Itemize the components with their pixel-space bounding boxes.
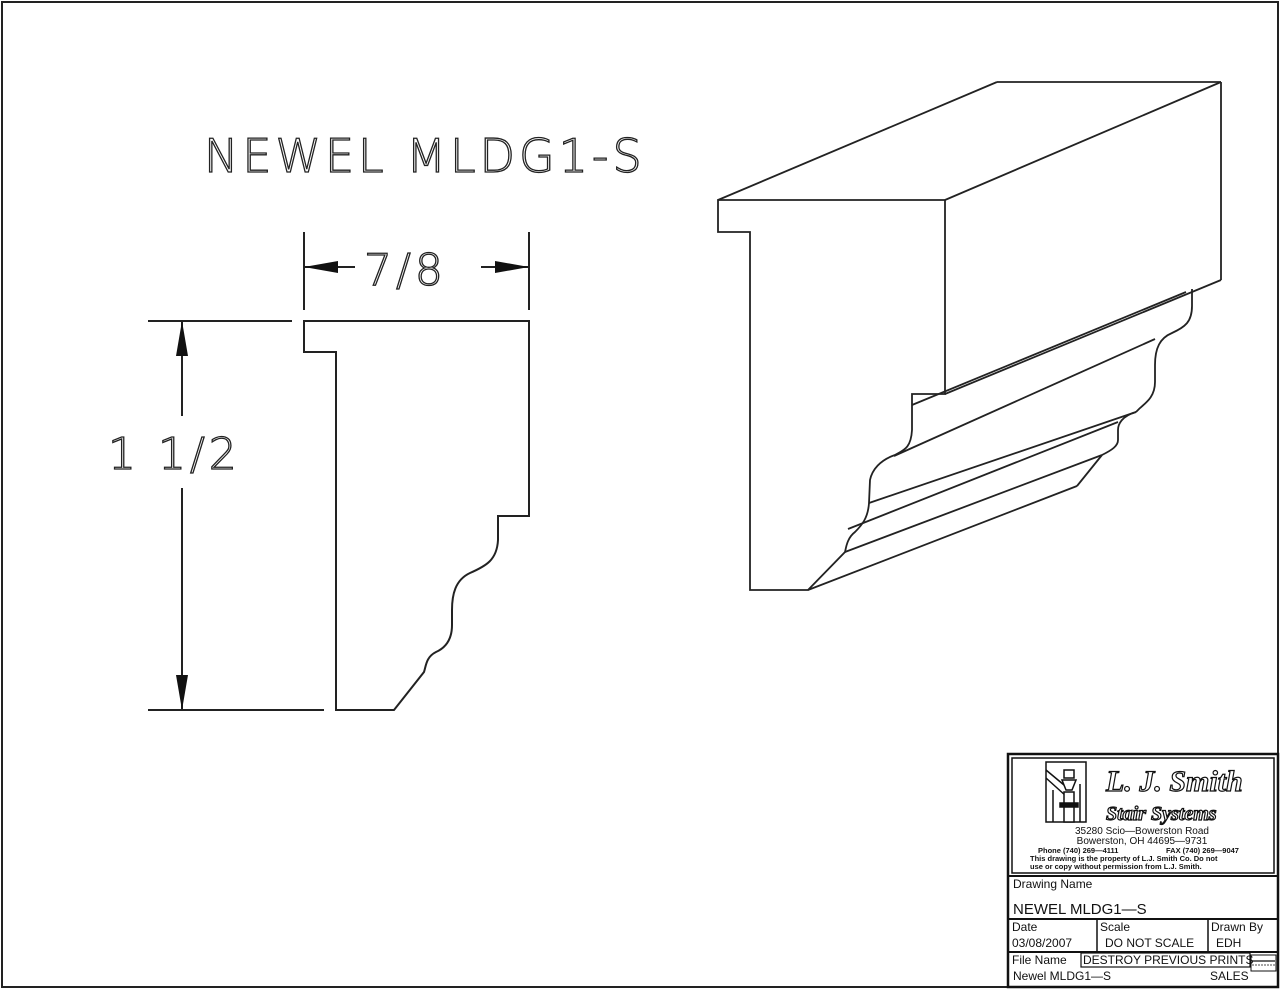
width-dimension-label: 7/8 xyxy=(364,245,447,296)
drawing-name-value: NEWEL MLDG1—S xyxy=(1013,901,1147,918)
company-logo-icon xyxy=(1045,761,1087,823)
width-dimension xyxy=(303,232,530,310)
company-address-2: Bowerston, OH 44695—9731 xyxy=(1077,836,1208,847)
drawn-by-value: EDH xyxy=(1216,936,1241,950)
date-label: Date xyxy=(1012,920,1038,934)
isometric-view xyxy=(717,81,1222,591)
file-name-value: Newel MLDG1—S xyxy=(1013,969,1111,983)
date-value: 03/08/2007 xyxy=(1012,936,1072,950)
file-name-label: File Name xyxy=(1012,953,1067,967)
profile-section xyxy=(303,320,530,711)
destroy-prints-text: DESTROY PREVIOUS PRINTS xyxy=(1083,953,1253,967)
department-value: SALES xyxy=(1210,969,1249,983)
height-dimension xyxy=(148,320,324,711)
ownership-notice-1: This drawing is the property of L.J. Smi… xyxy=(1030,854,1218,863)
title-block: L. J. Smith Stair Systems 35280 Scio—Bow… xyxy=(1006,752,1280,989)
scale-value: DO NOT SCALE xyxy=(1105,936,1194,950)
company-name: L. J. Smith xyxy=(1105,765,1243,798)
drawing-name-label: Drawing Name xyxy=(1013,877,1093,891)
drawn-by-label: Drawn By xyxy=(1211,920,1263,934)
drawing-title: NEWEL MLDG1-S xyxy=(204,129,646,183)
scale-label: Scale xyxy=(1100,920,1130,934)
revision-stamp xyxy=(1250,954,1277,972)
ownership-notice-2: use or copy without permission from L.J.… xyxy=(1030,862,1202,871)
company-fax: FAX (740) 269—9047 xyxy=(1166,846,1239,855)
company-phone: Phone (740) 269—4111 xyxy=(1038,846,1118,855)
company-subtitle: Stair Systems xyxy=(1106,803,1217,825)
destroy-prints-stamp xyxy=(1080,952,1251,968)
company-address-1: 35280 Scio—Bowerston Road xyxy=(1075,826,1209,837)
height-dimension-label: 1 1/2 xyxy=(108,429,241,480)
profile-outline xyxy=(303,320,530,711)
